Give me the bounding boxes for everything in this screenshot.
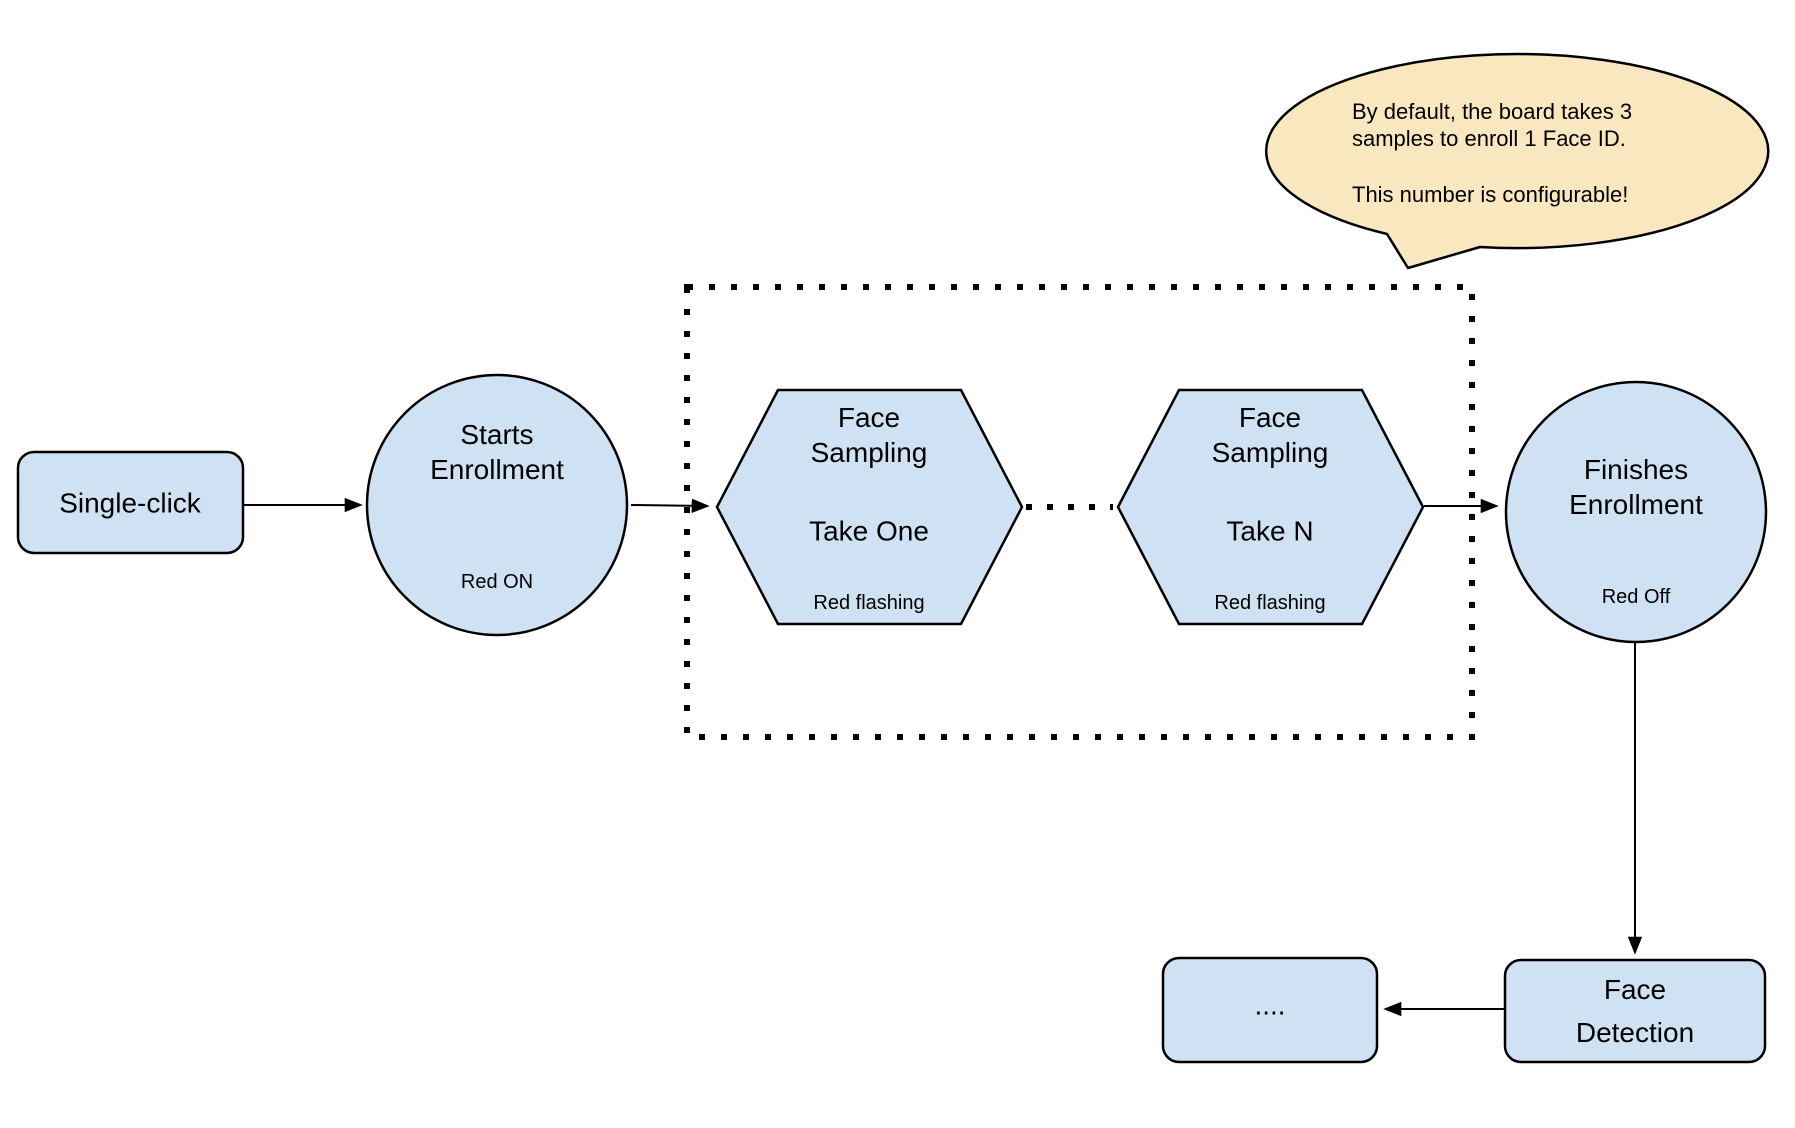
single-click-label: Single-click <box>59 487 201 519</box>
face-sampling-take-one-title: Face Sampling <box>811 400 928 470</box>
finishes-enrollment-title: Finishes Enrollment <box>1569 452 1703 522</box>
starts-enrollment-status: Red ON <box>460 571 534 593</box>
face-sampling-take-n-title-line2: Sampling <box>1211 437 1329 468</box>
face-detection-title-line2: Detection <box>1575 1017 1695 1048</box>
speech-bubble-line2: samples to enroll 1 Face ID. <box>1352 126 1626 151</box>
single-click-node <box>16 450 245 555</box>
finishes-enrollment-title-line2: Enrollment <box>1569 489 1703 520</box>
starts-enrollment-title-line2: Enrollment <box>430 454 564 485</box>
face-sampling-take-n-subtitle: Take N <box>1226 515 1314 547</box>
face-detection-title-line1: Face <box>1603 974 1667 1005</box>
face-sampling-take-one-subtitle: Take One <box>809 515 929 547</box>
finishes-enrollment-title-line1: Finishes <box>1583 454 1689 485</box>
continuation-label: .... <box>1254 989 1286 1021</box>
face-sampling-take-n-title-line1: Face <box>1238 402 1302 433</box>
sampling-group-dotted-border <box>684 284 1475 740</box>
speech-bubble-line3: This number is configurable! <box>1352 182 1629 207</box>
starts-enrollment-title-line1: Starts <box>460 419 534 450</box>
speech-bubble <box>1265 52 1770 270</box>
continuation-node <box>1161 956 1379 1064</box>
face-detection-title: Face Detection <box>1576 968 1694 1054</box>
finishes-enrollment-status: Red Off <box>1601 586 1671 608</box>
face-sampling-take-one-hexagon <box>715 388 1024 626</box>
arrow-starts-to-sampling <box>630 498 710 513</box>
face-sampling-take-n-hexagon <box>1116 388 1425 626</box>
face-detection-node <box>1503 958 1767 1064</box>
finishes-enrollment-node <box>1504 380 1768 644</box>
starts-enrollment-title: Starts Enrollment <box>430 417 564 487</box>
face-sampling-take-one-status: Red flashing <box>813 592 925 614</box>
face-sampling-take-n-status: Red flashing <box>1214 592 1326 614</box>
speech-bubble-text: By default, the board takes 3 samples to… <box>1352 98 1632 208</box>
speech-bubble-line1: By default, the board takes 3 <box>1352 99 1633 124</box>
starts-enrollment-node <box>365 373 629 637</box>
face-sampling-take-n-title: Face Sampling <box>1212 400 1329 470</box>
face-sampling-take-one-title-line1: Face <box>837 402 901 433</box>
face-sampling-take-one-title-line2: Sampling <box>810 437 928 468</box>
